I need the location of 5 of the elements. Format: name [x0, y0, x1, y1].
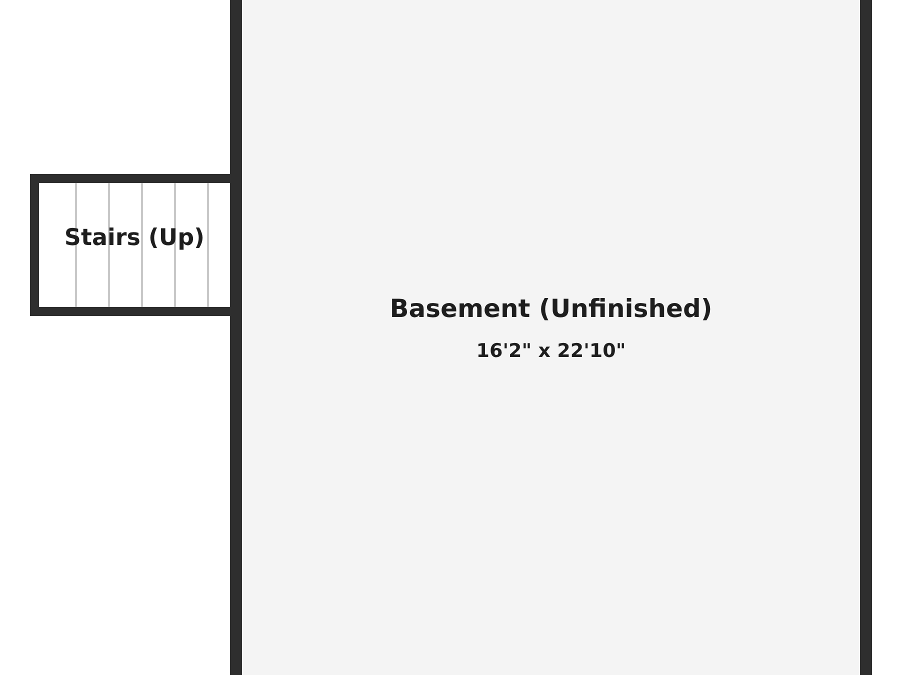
stairs: [30, 174, 230, 316]
room-floor: [230, 0, 872, 675]
room-name: Stairs (Up): [64, 224, 205, 250]
room-name: Basement (Unfinished): [390, 294, 712, 322]
room-dimensions: 16'2" x 22'10": [476, 340, 626, 362]
